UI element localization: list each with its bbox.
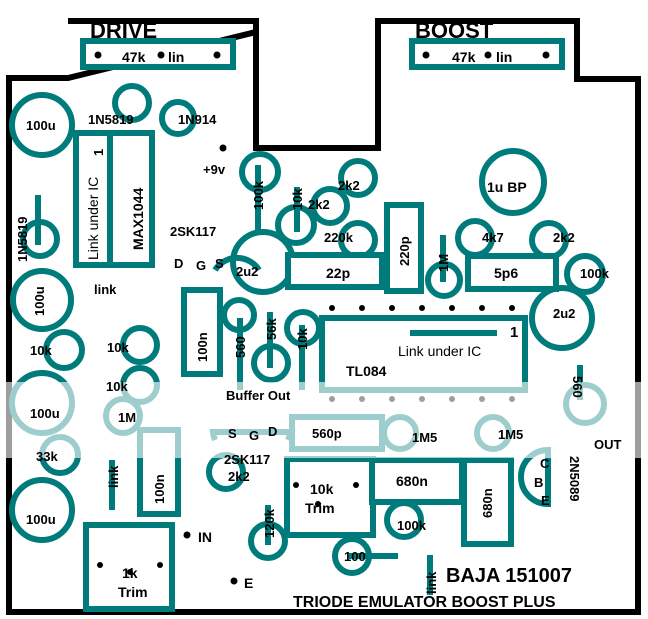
r10k-vert-b-label: 10k [295,328,310,350]
t2-value: 10k [310,481,334,497]
link-left-label: link [94,282,117,297]
r10k-c-label: 10k [106,379,128,394]
d1n914-label: 1N914 [178,112,217,127]
max1044-ic [73,130,155,268]
boost-value: 47k [452,49,476,65]
r1m5-b-label: 1M5 [498,427,523,442]
jfet1-g: G [196,258,206,273]
drive-taper: lin [168,49,184,65]
jfet2-s: S [228,426,237,441]
drive-pot[interactable] [80,38,236,70]
c100n-b-label: 100n [152,474,167,504]
d1n5819-top-label: 1N5819 [88,112,134,127]
faded-band [0,382,648,458]
c5p6-label: 5p6 [494,265,518,281]
jfet2-part-label: 2SK117 [224,452,270,467]
bjt-c: C [540,456,550,471]
r100k-vert-label: 100k [251,180,266,210]
boost-pot[interactable] [409,38,565,70]
max1044-pin1: 1 [91,149,106,156]
r120k-label: 120k [262,508,277,538]
supply-label: +9v [203,162,226,177]
r2k2-b-label: 2k2 [308,197,330,212]
r1m-left-label: 1M [118,410,136,425]
c100u-faded-label: 100u [30,406,60,421]
c100u-mid-label: 100u [32,286,47,316]
c680n-a-label: 680n [396,473,428,489]
c220p-label: 220p [397,236,412,266]
c100u-top-label: 100u [26,118,56,133]
r10k-a-label: 10k [30,343,52,358]
d1n5819-left-label: 1N5819 [15,216,30,262]
drive-value: 47k [122,49,146,65]
bjt-part-label: 2N5089 [567,456,582,502]
r100k-right-label: 100k [580,266,610,281]
signature: BAJA 151007 [446,565,572,587]
r2k2-d-label: 2k2 [228,469,250,484]
r2k2-c-label: 2k2 [553,230,575,245]
c22p-label: 22p [326,265,350,281]
r100-label: 100 [344,549,366,564]
c680n-b-label: 680n [480,488,495,518]
r1m5-a-label: 1M5 [412,430,437,445]
drive-heading: DRIVE [90,18,157,43]
board-outline [6,18,641,615]
r560-a-label: 560 [233,336,248,358]
jfet1-s: S [215,256,224,271]
board-title: TRIODE EMULATOR BOOST PLUS [293,594,556,611]
c100n-a-label: 100n [195,332,210,362]
traces [35,165,583,595]
bjt-e: E [541,493,550,508]
r560-b-label: 560 [570,376,585,398]
c100u-bot-label: 100u [26,512,56,527]
c2u2-right-label: 2u2 [553,306,575,321]
c560p-label: 560p [312,426,342,441]
r1m-vert-label: 1M [436,254,451,272]
r10k-vert-top-label: 10k [290,188,305,210]
tl084-part-label: TL084 [346,363,387,379]
out-label: OUT [594,437,622,452]
c2u2-left-label: 2u2 [236,264,258,279]
misc-pads [97,144,359,585]
max1044-part-label: MAX1044 [130,188,146,250]
r33k-label: 33k [36,449,58,464]
buffer-out-label: Buffer Out [226,388,291,403]
r10k-b-label: 10k [107,340,129,355]
tl084-note: Link under IC [398,343,481,359]
tl084-pin1: 1 [510,324,518,341]
r56k-label: 56k [264,318,279,340]
r100k-low-label: 100k [397,518,427,533]
r4k7-label: 4k7 [482,230,504,245]
max1044-note: Link under IC [85,177,101,260]
t2-kind: Trim [305,500,335,516]
r2k2-a-label: 2k2 [338,178,360,193]
jfet1-d: D [174,256,183,271]
boost-heading: BOOST [415,18,494,43]
link-bottom-label: link [424,571,439,594]
e-label: E [244,575,253,591]
r220k-label: 220k [324,230,354,245]
boost-taper: lin [496,49,512,65]
jfet2-d: D [268,424,277,439]
jfet2-g: G [249,428,259,443]
in-label: IN [198,529,212,545]
c1ubp-label: 1u BP [487,179,527,195]
bjt-b: B [534,475,543,490]
link-lower-label: link [106,465,121,488]
t1-kind: Trim [118,584,148,600]
jfet1-part-label: 2SK117 [170,224,216,239]
labels: DRIVE 47k lin BOOST 47k lin 100u 1N5819 … [15,18,622,611]
